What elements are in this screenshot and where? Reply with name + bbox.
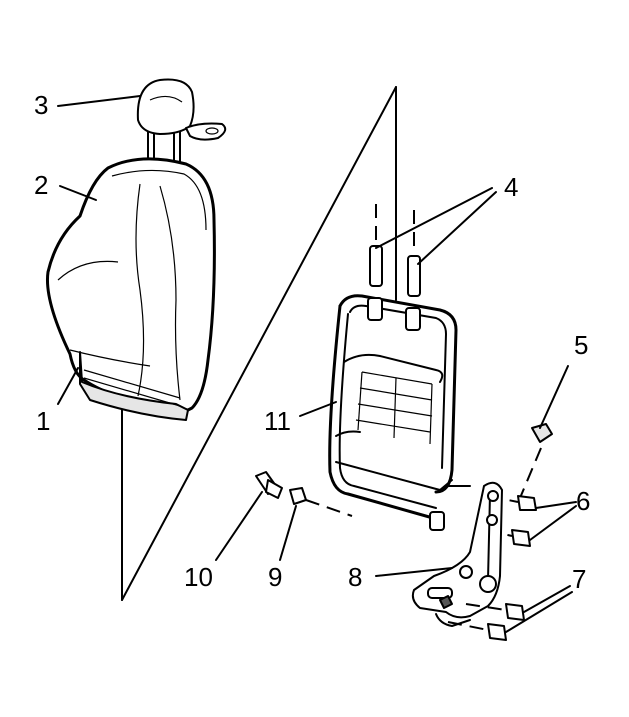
callout-10: 10	[184, 562, 213, 592]
callout-6: 6	[576, 486, 590, 516]
callout-1: 1	[36, 406, 50, 436]
seat-back-cushion	[46, 157, 216, 421]
callout-9: 9	[268, 562, 282, 592]
callout-4: 4	[504, 172, 518, 202]
recliner-bolts-lower	[447, 603, 525, 641]
recliner-mechanism	[411, 481, 503, 627]
callout-11: 11	[264, 406, 291, 436]
clip	[519, 423, 553, 499]
headrest-guides	[369, 204, 421, 297]
spacer	[289, 487, 353, 517]
frame-bolt	[255, 471, 283, 499]
headrest	[136, 78, 227, 181]
seat-back-frame	[328, 294, 471, 531]
callout-2: 2	[34, 170, 48, 200]
callout-7: 7	[572, 564, 586, 594]
divider-lines	[121, 86, 397, 601]
callout-labels: 3 2 1 4 5 11 6 8 7 9 10	[34, 90, 590, 594]
callout-5: 5	[574, 330, 588, 360]
callout-3: 3	[34, 90, 48, 120]
callout-8: 8	[348, 562, 362, 592]
leader-lines	[57, 95, 577, 633]
